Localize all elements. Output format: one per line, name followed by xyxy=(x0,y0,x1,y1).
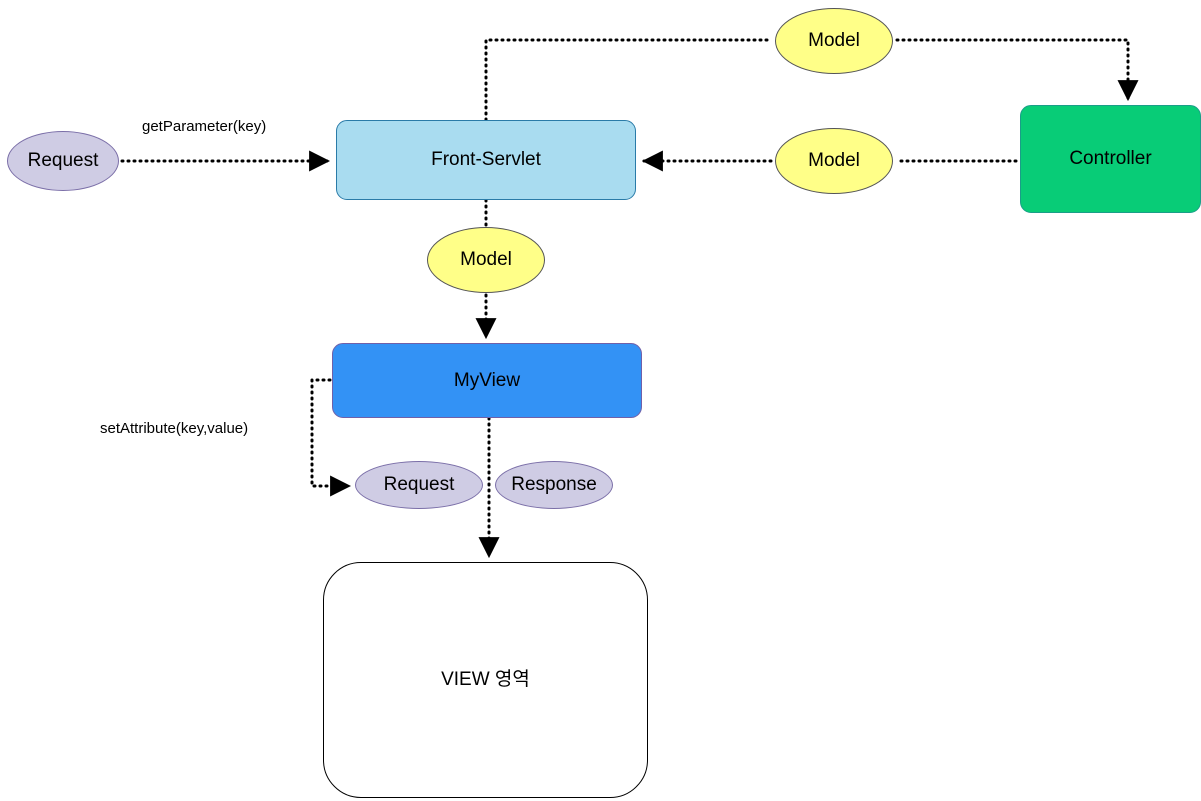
node-model-top-label: Model xyxy=(808,30,860,52)
node-request-in-label: Request xyxy=(27,150,99,172)
node-myview-label: MyView xyxy=(453,369,521,391)
edge-label-get-parameter: getParameter(key) xyxy=(142,118,267,135)
edge-label-set-attribute: setAttribute(key,value) xyxy=(100,420,249,437)
node-request-in[interactable]: Request xyxy=(7,131,119,191)
node-model-top[interactable]: Model xyxy=(775,8,893,74)
node-model-mid-label: Model xyxy=(808,150,860,172)
node-front-servlet[interactable]: Front-Servlet xyxy=(336,120,636,200)
node-response-label: Response xyxy=(511,474,597,496)
node-controller[interactable]: Controller xyxy=(1020,105,1201,213)
node-controller-label: Controller xyxy=(1069,148,1152,170)
node-model-mid[interactable]: Model xyxy=(775,128,893,194)
node-view-area-label: VIEW 영역 xyxy=(441,669,530,691)
node-request-out-label: Request xyxy=(383,474,455,496)
edge-front-servlet-to-model-top xyxy=(484,38,773,122)
node-model-center-label: Model xyxy=(460,249,512,271)
node-response[interactable]: Response xyxy=(495,461,613,509)
node-front-servlet-label: Front-Servlet xyxy=(431,149,541,171)
edge-model-top-to-controller xyxy=(895,38,1139,102)
node-view-area[interactable]: VIEW 영역 xyxy=(323,562,648,798)
node-request-out[interactable]: Request xyxy=(355,461,483,509)
node-model-center[interactable]: Model xyxy=(427,227,545,293)
node-myview[interactable]: MyView xyxy=(332,343,642,418)
